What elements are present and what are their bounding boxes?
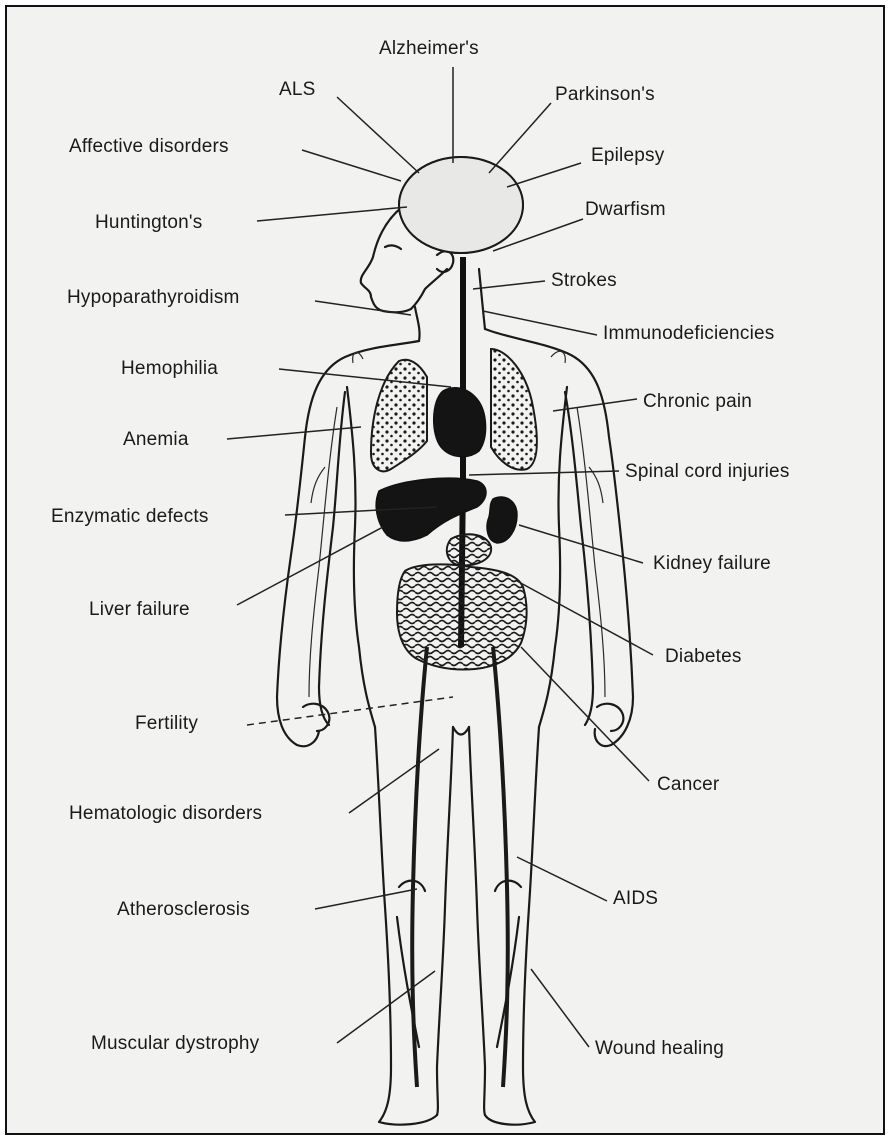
left-lung (371, 360, 427, 471)
heart (434, 388, 486, 457)
kidney (487, 497, 517, 543)
left-leg-inner (437, 727, 453, 1115)
label-als: ALS (279, 80, 316, 99)
label-strokes: Strokes (551, 271, 617, 290)
leader-als (337, 97, 419, 173)
label-atherosclerosis: Atherosclerosis (117, 900, 250, 919)
label-hemophilia: Hemophilia (121, 359, 218, 378)
right-inner-arm (565, 392, 593, 725)
label-dwarfism: Dwarfism (585, 200, 666, 219)
label-hypoparathyroidism: Hypoparathyroidism (67, 288, 240, 307)
left-leg-outer (375, 727, 437, 1125)
label-spinal-cord-injuries: Spinal cord injuries (625, 462, 790, 481)
pancreas (447, 534, 491, 565)
vessel-right-leg (493, 647, 508, 1087)
leader-liver (237, 527, 383, 605)
neck-left (415, 307, 420, 341)
label-enzymatic-defects: Enzymatic defects (51, 507, 209, 526)
label-liver-failure: Liver failure (89, 600, 190, 619)
leader-parkinsons (489, 103, 551, 173)
label-anemia: Anemia (123, 430, 189, 449)
right-hand (597, 704, 623, 731)
label-kidney-failure: Kidney failure (653, 554, 771, 573)
neck-right (479, 269, 485, 329)
torso-right (539, 387, 567, 727)
leader-hypoparathyroidism (315, 301, 411, 315)
right-lung (491, 349, 537, 470)
leader-diabetes (517, 581, 653, 655)
label-diabetes: Diabetes (665, 647, 742, 666)
eye (385, 245, 401, 249)
label-huntingtons: Huntington's (95, 213, 202, 232)
label-chronic-pain: Chronic pain (643, 392, 752, 411)
label-epilepsy: Epilepsy (591, 146, 664, 165)
leader-strokes (473, 281, 545, 289)
leader-immunodeficiencies (483, 311, 597, 335)
label-wound-healing: Wound healing (595, 1039, 724, 1058)
ear (437, 251, 453, 272)
intestines (397, 564, 527, 669)
right-leg-inner (469, 727, 485, 1115)
label-parkinsons: Parkinson's (555, 85, 655, 104)
label-affective-disorders: Affective disorders (69, 137, 229, 156)
label-cancer: Cancer (657, 775, 719, 794)
leader-affective (302, 150, 401, 181)
label-fertility: Fertility (135, 714, 198, 733)
leader-huntingtons (257, 207, 407, 221)
leader-spinal-cord (469, 471, 619, 475)
label-muscular-dystrophy: Muscular dystrophy (91, 1034, 259, 1053)
vessel-left-leg (412, 647, 427, 1087)
label-immunodeficiencies: Immunodeficiencies (603, 324, 775, 343)
label-alzheimers: Alzheimer's (379, 39, 479, 58)
leader-epilepsy (507, 163, 581, 187)
figure-frame: Alzheimer's ALS Parkinson's Affective di… (5, 5, 885, 1135)
organs (371, 157, 537, 670)
leader-cancer (521, 647, 649, 781)
right-leg-outer (485, 727, 539, 1125)
crotch (453, 727, 469, 735)
label-hematologic-disorders: Hematologic disorders (69, 804, 262, 823)
leader-muscular (337, 971, 435, 1043)
leader-hematologic (349, 749, 439, 813)
leader-wound (531, 969, 589, 1047)
label-aids: AIDS (613, 889, 658, 908)
leader-atherosclerosis (315, 889, 417, 909)
